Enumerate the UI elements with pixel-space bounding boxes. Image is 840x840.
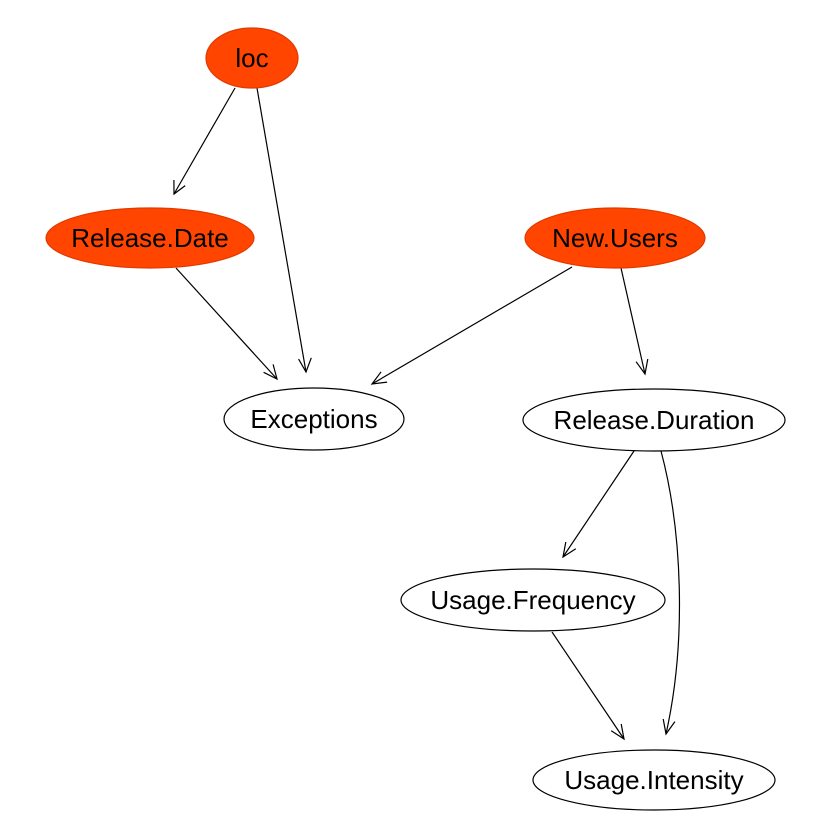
node-release-date: Release.Date: [45, 207, 255, 269]
edge-loc-to-exceptions: [256, 87, 307, 373]
arrowhead-release-duration: [635, 358, 649, 376]
edge-new-users-to-exceptions: [371, 266, 573, 385]
arrowhead-exceptions-from-release-date: [263, 364, 278, 381]
edge-release-duration-to-usage-frequency: [562, 450, 635, 558]
edges-layer: [173, 87, 681, 740]
arrowhead-exceptions-from-loc: [298, 357, 312, 374]
arrowhead-usage-intensity-from-usage-frequency: [610, 723, 625, 741]
node-new-users: New.Users: [524, 207, 706, 269]
node-usage-frequency-label: Usage.Frequency: [430, 585, 635, 615]
node-usage-frequency: Usage.Frequency: [400, 568, 666, 632]
node-usage-intensity: Usage.Intensity: [532, 749, 776, 811]
edge-new-users-to-release-duration: [620, 267, 646, 375]
arrowheads-layer: [173, 179, 676, 741]
arrowhead-usage-intensity-from-release-duration: [662, 718, 676, 736]
node-release-date-ellipse: [45, 207, 255, 269]
node-release-duration-label: Release.Duration: [554, 405, 755, 435]
node-exceptions-ellipse: [223, 387, 405, 451]
arrowhead-usage-frequency: [562, 541, 577, 559]
node-exceptions: Exceptions: [223, 387, 405, 451]
edge-loc-to-release-date: [173, 87, 236, 195]
edge-release-date-to-exceptions: [175, 267, 278, 380]
node-loc-ellipse: [205, 27, 299, 89]
node-release-duration: Release.Duration: [522, 388, 786, 452]
edge-usage-frequency-to-usage-intensity: [551, 631, 625, 740]
node-exceptions-label: Exceptions: [250, 404, 377, 434]
node-usage-frequency-ellipse: [400, 568, 666, 632]
node-new-users-ellipse: [524, 207, 706, 269]
edge-release-duration-to-usage-intensity: [660, 450, 681, 735]
node-new-users-label: New.Users: [552, 223, 678, 253]
arrowhead-release-date: [173, 179, 186, 196]
node-loc-label: loc: [235, 43, 268, 73]
node-loc: loc: [205, 27, 299, 89]
node-release-duration-ellipse: [522, 388, 786, 452]
node-usage-intensity-label: Usage.Intensity: [564, 765, 743, 795]
node-release-date-label: Release.Date: [71, 223, 229, 253]
arrowhead-exceptions-from-new-users: [370, 371, 388, 385]
node-usage-intensity-ellipse: [532, 749, 776, 811]
